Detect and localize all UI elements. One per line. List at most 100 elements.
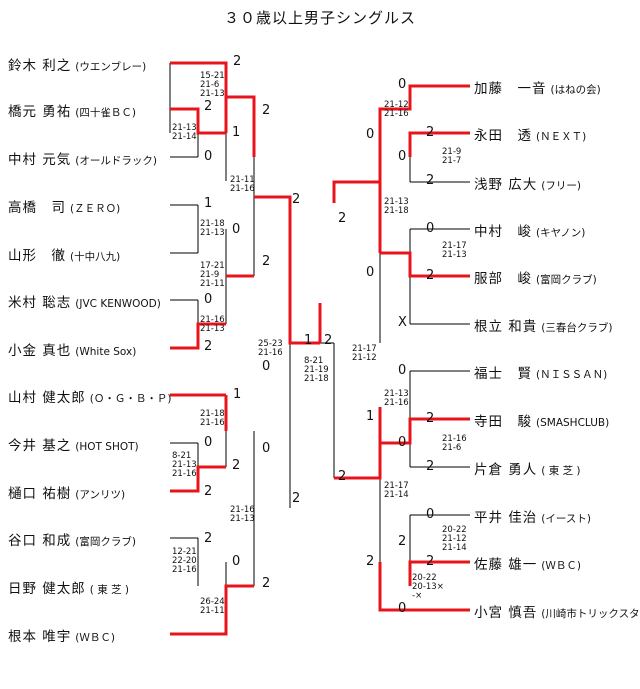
left-player-11: 谷口 和成(富岡クラブ)	[8, 529, 136, 549]
game-scores-r1: 21-12 21-16	[384, 100, 409, 119]
player-club: (キヤノン)	[536, 227, 586, 239]
player-club: (富岡クラブ)	[75, 536, 136, 548]
game-scores-r3: 21-13 21-18	[384, 197, 409, 216]
match-score: 0	[204, 149, 213, 164]
right-player-3: 浅野 広大(フリー)	[474, 173, 581, 193]
player-name: 高橋 司	[8, 200, 66, 216]
player-club: (ＷＢＣ)	[75, 632, 115, 644]
player-club: (Ｏ・Ｇ・Ｂ・Ｐ)	[89, 393, 172, 405]
player-club: ( 東 芝 )	[89, 584, 130, 596]
player-name: 永田 透	[474, 128, 532, 144]
match-score: X	[398, 315, 407, 330]
left-player-9: 今井 基之(HOT SHOT)	[8, 434, 139, 454]
player-name: 中村 峻	[474, 224, 532, 240]
player-name: 米村 聡志	[8, 295, 72, 311]
game-scores-r10: 20-22 20-13× -×	[412, 573, 444, 601]
match-score: 0	[426, 507, 435, 522]
game-scores-r7: 21-16 21-6	[442, 434, 467, 453]
player-club: (四十雀ＢＣ)	[75, 107, 136, 119]
game-scores-l8: 21-18 21-16	[200, 409, 225, 428]
match-score: 2	[204, 531, 213, 546]
player-name: 平井 佳治	[474, 510, 538, 526]
game-scores-l9: 8-21 21-13 21-16	[172, 451, 197, 479]
match-score: 0	[204, 292, 213, 307]
game-scores-r2: 21-9 21-7	[442, 147, 462, 166]
right-player-7: 福士 賢 (ＮＩＳＳＡＮ)	[474, 362, 607, 382]
match-score: 0	[398, 435, 407, 450]
match-score: 0	[398, 77, 407, 92]
right-player-5: 服部 峻(富岡クラブ)	[474, 267, 597, 287]
match-score: 2	[262, 103, 271, 118]
player-club: (ＺＥＲＯ)	[70, 203, 121, 215]
player-club: (三春台クラブ)	[541, 322, 613, 334]
match-score: 2	[366, 554, 375, 569]
match-score: 2	[292, 491, 301, 506]
match-score: 2	[426, 554, 435, 569]
match-score: 0	[426, 221, 435, 236]
game-scores-l2: 21-13 21-14	[172, 123, 197, 142]
match-score: 2	[426, 411, 435, 426]
match-score: 2	[338, 469, 347, 484]
game-scores-r8: 21-17 21-14	[384, 481, 409, 500]
match-score: 0	[232, 222, 241, 237]
match-score: 0	[262, 359, 271, 374]
game-scores-l4: 21-11 21-16	[230, 175, 255, 194]
match-score: 0	[398, 363, 407, 378]
player-club: (川崎市トリックスターズ)	[541, 608, 640, 620]
match-score: 0	[262, 441, 271, 456]
player-club: (ウエンブレー)	[75, 61, 147, 73]
match-score: 2	[324, 333, 333, 348]
left-player-7: 小金 真也(White Sox)	[8, 339, 136, 359]
player-name: 小金 真也	[8, 343, 72, 359]
player-name: 福士 賢	[474, 366, 532, 382]
player-club: (JVC KENWOOD)	[75, 298, 161, 310]
player-name: 今井 基之	[8, 438, 72, 454]
player-club: ( 東 芝 )	[541, 465, 581, 477]
player-name: 中村 元気	[8, 152, 72, 168]
player-club: (十中八九)	[70, 251, 121, 263]
match-score: 2	[204, 99, 213, 114]
game-scores-r5: 21-17 21-12	[352, 344, 377, 363]
match-score: 2	[426, 173, 435, 188]
player-name: 鈴木 利之	[8, 58, 72, 74]
player-name: 片倉 勇人	[474, 462, 538, 478]
game-scores-l11: 26-24 21-11	[200, 597, 225, 616]
player-name: 山村 健太郎	[8, 390, 86, 406]
match-score: 0	[398, 601, 407, 616]
game-scores-l3: 21-18 21-13	[200, 219, 225, 238]
match-score: 2	[338, 211, 347, 226]
player-club: (はねの会)	[550, 84, 601, 96]
match-score: 1	[304, 333, 313, 348]
match-score: 2	[232, 458, 241, 473]
game-scores-r4: 21-17 21-13	[442, 241, 467, 260]
player-club: (HOT SHOT)	[75, 441, 139, 453]
game-scores-r9: 20-22 21-12 21-14	[442, 525, 467, 553]
match-score: 2	[204, 339, 213, 354]
player-club: (ＷＢＣ)	[541, 560, 581, 572]
player-club: (アンリツ)	[75, 489, 126, 501]
right-player-10: 平井 佳治(イースト)	[474, 506, 591, 526]
match-score: 1	[204, 196, 213, 211]
right-player-2: 永田 透 (ＮＥＸＴ)	[474, 124, 586, 144]
right-player-1: 加藤 一音(はねの会)	[474, 77, 601, 97]
player-name: 佐藤 雄一	[474, 557, 538, 573]
match-score: 2	[262, 254, 271, 269]
left-player-4: 高橋 司 (ＺＥＲＯ)	[8, 196, 120, 216]
player-club: (ＮＥＸＴ)	[536, 131, 587, 143]
player-name: 根本 唯宇	[8, 629, 72, 645]
left-player-2: 橋元 勇祐(四十雀ＢＣ)	[8, 100, 136, 120]
player-club: (フリー)	[541, 180, 581, 192]
match-score: 0	[366, 265, 375, 280]
match-score: 1	[233, 387, 242, 402]
player-club: (イースト)	[541, 513, 591, 525]
right-player-12: 小宮 慎吾(川崎市トリックスターズ)	[474, 601, 640, 621]
match-score: 2	[426, 459, 435, 474]
player-club: (ＮＩＳＳＡＮ)	[536, 369, 608, 381]
player-name: 浅野 広大	[474, 177, 538, 193]
match-score: 2	[262, 576, 271, 591]
left-player-13: 根本 唯宇(ＷＢＣ)	[8, 625, 115, 645]
match-score: 2	[426, 125, 435, 140]
right-player-8: 寺田 駿(SMASHCLUB)	[474, 410, 609, 430]
match-score: 2	[292, 192, 301, 207]
